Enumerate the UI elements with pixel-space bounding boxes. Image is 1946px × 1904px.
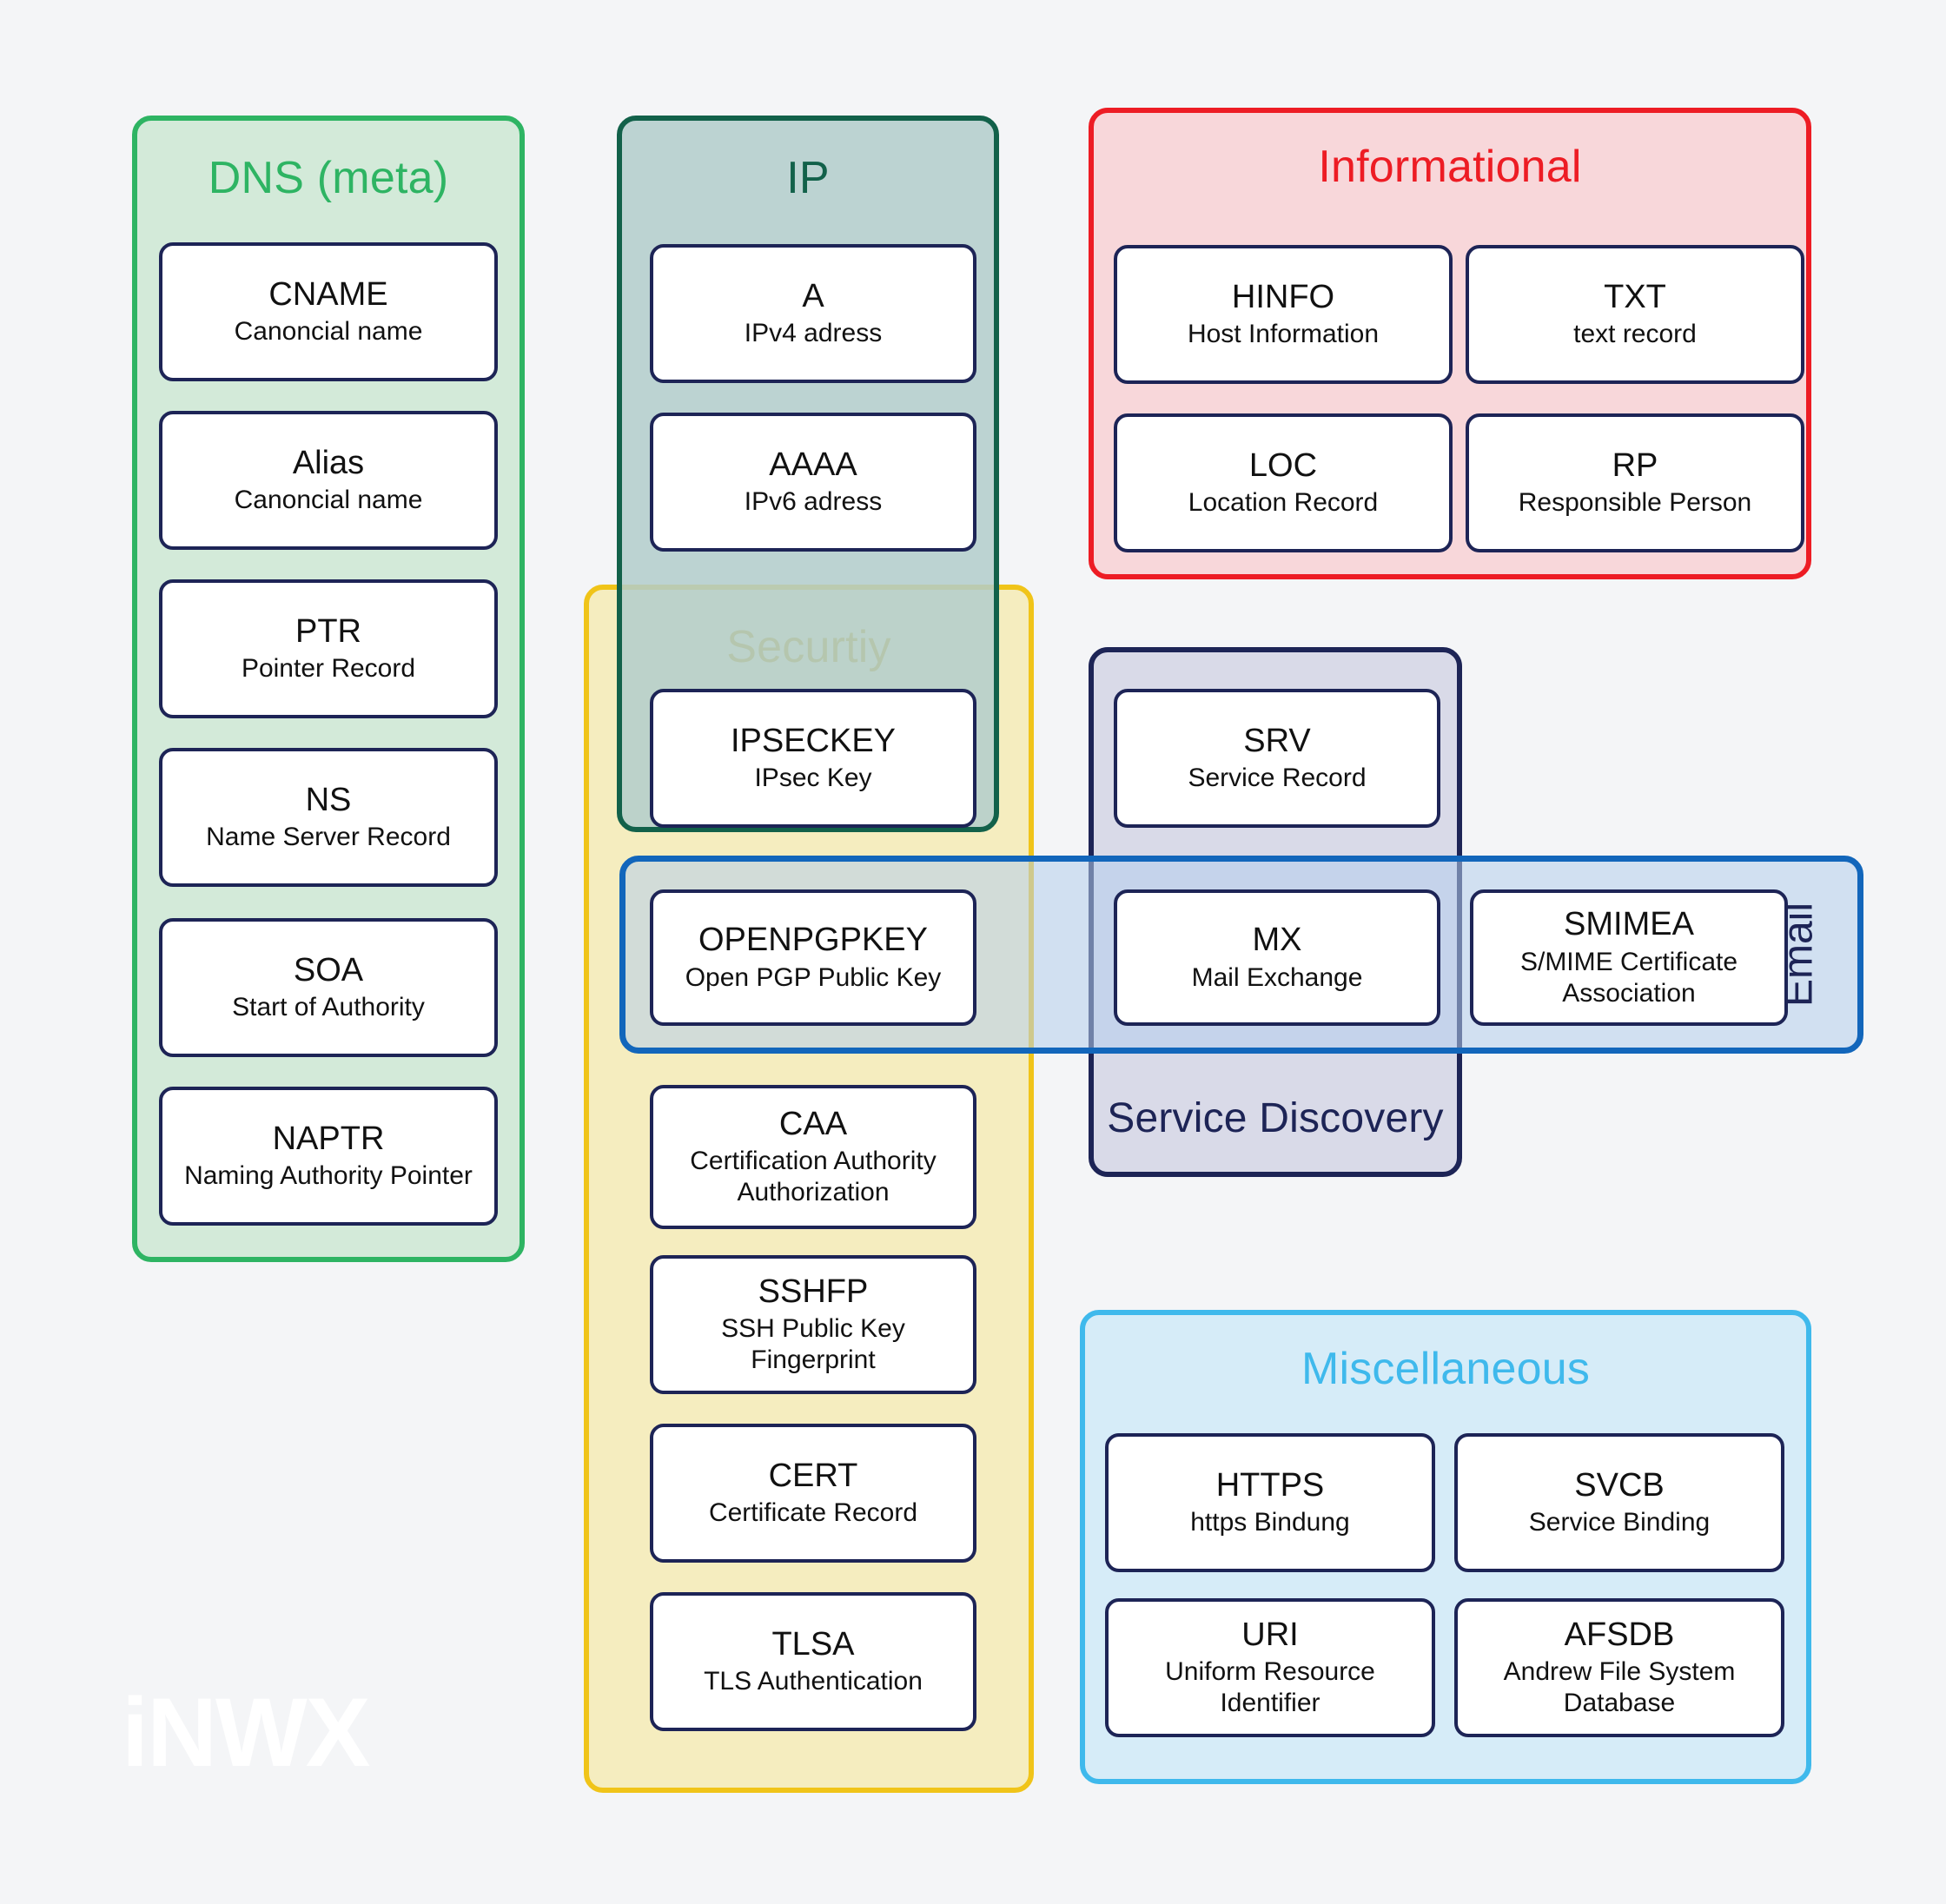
record-abbr: MX <box>1252 922 1302 959</box>
record-desc: Certification Authority Authorization <box>690 1147 937 1207</box>
record-abbr: RP <box>1612 446 1658 484</box>
record-card-sshfp[interactable]: SSHFP SSH Public Key Fingerprint <box>650 1255 976 1394</box>
group-ip-title: IP <box>786 153 830 203</box>
record-card-mx[interactable]: MX Mail Exchange <box>1114 889 1440 1026</box>
record-desc: Andrew File System Database <box>1503 1657 1736 1718</box>
record-desc: Pointer Record <box>241 654 416 684</box>
record-card-afsdb[interactable]: AFSDB Andrew File System Database <box>1454 1598 1784 1737</box>
group-informational-title: Informational <box>1318 142 1582 192</box>
record-desc: https Bindung <box>1190 1508 1350 1537</box>
record-desc: text record <box>1573 320 1697 349</box>
record-card-cname[interactable]: CNAME Canoncial name <box>159 242 498 381</box>
record-card-loc[interactable]: LOC Location Record <box>1114 413 1453 552</box>
record-desc: Service Record <box>1188 764 1367 793</box>
record-desc: IPsec Key <box>754 764 872 793</box>
record-card-soa[interactable]: SOA Start of Authority <box>159 918 498 1057</box>
inwx-watermark-logo: iNWX <box>122 1678 370 1787</box>
record-card-ptr[interactable]: PTR Pointer Record <box>159 579 498 718</box>
record-abbr: PTR <box>295 612 361 650</box>
record-card-tlsa[interactable]: TLSA TLS Authentication <box>650 1592 976 1731</box>
record-desc: Mail Exchange <box>1191 962 1363 992</box>
record-desc: IPv6 adress <box>744 487 883 517</box>
record-card-https[interactable]: HTTPS https Bindung <box>1105 1433 1435 1572</box>
record-desc: Naming Authority Pointer <box>184 1161 473 1191</box>
record-abbr: SMIMEA <box>1564 906 1694 943</box>
record-card-caa[interactable]: CAA Certification Authority Authorizatio… <box>650 1085 976 1229</box>
record-desc: Canoncial name <box>234 486 423 515</box>
record-abbr: AFSDB <box>1564 1616 1675 1653</box>
record-desc: Responsible Person <box>1518 488 1752 518</box>
record-card-openpgpkey[interactable]: OPENPGPKEY Open PGP Public Key <box>650 889 976 1026</box>
group-miscellaneous-title: Miscellaneous <box>1301 1344 1591 1394</box>
record-abbr: SVCB <box>1574 1466 1665 1504</box>
record-card-hinfo[interactable]: HINFO Host Information <box>1114 245 1453 384</box>
record-abbr: URI <box>1241 1616 1299 1653</box>
record-abbr: OPENPGPKEY <box>698 922 928 959</box>
record-desc: TLS Authentication <box>704 1667 923 1696</box>
record-desc: Name Server Record <box>206 823 451 852</box>
record-card-rp[interactable]: RP Responsible Person <box>1466 413 1804 552</box>
record-abbr: HINFO <box>1231 278 1335 315</box>
record-card-srv[interactable]: SRV Service Record <box>1114 689 1440 828</box>
record-desc: Location Record <box>1188 488 1379 518</box>
record-abbr: LOC <box>1248 446 1318 484</box>
group-service-discovery-title: Service Discovery <box>1107 1095 1444 1141</box>
record-desc: IPv4 adress <box>744 319 883 348</box>
record-card-svcb[interactable]: SVCB Service Binding <box>1454 1433 1784 1572</box>
record-abbr: NAPTR <box>272 1120 385 1157</box>
record-abbr: SRV <box>1243 722 1311 759</box>
record-desc: Start of Authority <box>232 993 425 1022</box>
record-desc: Host Information <box>1187 320 1380 349</box>
record-desc: Certificate Record <box>708 1498 918 1528</box>
record-desc: Service Binding <box>1528 1508 1711 1537</box>
record-card-txt[interactable]: TXT text record <box>1466 245 1804 384</box>
record-card-smimea[interactable]: SMIMEA S/MIME Certificate Association <box>1470 889 1788 1026</box>
record-card-ipseckey[interactable]: IPSECKEY IPsec Key <box>650 689 976 828</box>
record-abbr: TLSA <box>771 1625 855 1663</box>
record-card-uri[interactable]: URI Uniform Resource Identifier <box>1105 1598 1435 1737</box>
record-abbr: AAAA <box>769 446 857 483</box>
record-card-ns[interactable]: NS Name Server Record <box>159 748 498 887</box>
record-desc: SSH Public Key Fingerprint <box>721 1314 905 1375</box>
record-card-cert[interactable]: CERT Certificate Record <box>650 1424 976 1563</box>
record-card-aaaa[interactable]: AAAA IPv6 adress <box>650 413 976 552</box>
record-card-a[interactable]: A IPv4 adress <box>650 244 976 383</box>
record-abbr: SOA <box>293 951 364 988</box>
group-dns-meta-title: DNS (meta) <box>208 153 449 203</box>
record-abbr: NS <box>305 781 352 818</box>
record-abbr: CNAME <box>268 275 388 313</box>
record-abbr: CAA <box>778 1105 848 1142</box>
record-card-alias[interactable]: Alias Canoncial name <box>159 411 498 550</box>
record-desc: Uniform Resource Identifier <box>1165 1657 1375 1718</box>
record-abbr: SSHFP <box>758 1273 869 1310</box>
record-abbr: IPSECKEY <box>730 722 897 759</box>
record-card-naptr[interactable]: NAPTR Naming Authority Pointer <box>159 1087 498 1226</box>
record-desc: Open PGP Public Key <box>685 962 942 992</box>
record-abbr: HTTPS <box>1215 1466 1325 1504</box>
record-abbr: A <box>802 277 824 314</box>
record-abbr: CERT <box>768 1457 858 1494</box>
record-abbr: Alias <box>292 444 365 481</box>
record-desc: S/MIME Certificate Association <box>1519 947 1738 1008</box>
record-desc: Canoncial name <box>234 317 423 347</box>
record-abbr: TXT <box>1604 278 1666 315</box>
